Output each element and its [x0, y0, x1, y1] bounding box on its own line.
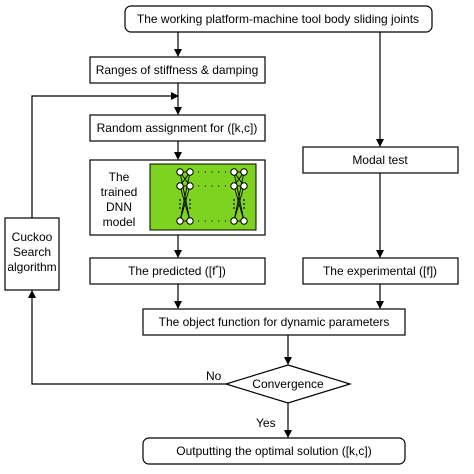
objective-function-box [142, 308, 406, 336]
nn-dots-row3: · · · · · [197, 215, 228, 227]
random-assignment-box [89, 114, 266, 142]
cuckoo-label-line2: Search [13, 245, 51, 259]
output-label: Outputting the optimal solution ([k,c]) [176, 444, 371, 458]
edge-label-no: No [206, 369, 222, 383]
ranges-box-label: Ranges of stiffness & damping [96, 63, 259, 77]
modal-test-label: Modal test [352, 153, 408, 167]
arrow-convergence-no-to-cuckoo [28, 290, 226, 385]
edge-label-yes: Yes [256, 416, 276, 430]
objective-function-label: The object function for dynamic paramete… [159, 315, 390, 329]
cuckoo-label-line3: algorithm [7, 260, 56, 274]
modal-test-box [302, 146, 459, 174]
top-box [124, 5, 433, 33]
dnn-label-line4: model [103, 215, 136, 229]
output-box [142, 437, 406, 465]
predicted-box [89, 257, 266, 285]
cuckoo-label-line1: Cuckoo [12, 230, 53, 244]
convergence-label: Convergence [252, 377, 324, 391]
arrow-cuckoo-to-random [31, 92, 179, 218]
random-assignment-label: Random assignment for ([k,c]) [97, 121, 258, 135]
top-box-label: The working platform-machine tool body s… [137, 12, 419, 26]
predicted-label: The predicted ([f*]) [128, 264, 226, 278]
nn-green-panel [149, 163, 257, 231]
dnn-label-line1: The [109, 170, 130, 184]
nn-dots-row1: · · · · · [197, 166, 228, 178]
experimental-label: The experimental ([f]) [323, 264, 437, 278]
nn-dots-row2: · · · · · [197, 180, 228, 192]
neural-network-graphic: · · · · · · · · · · · · · · · [149, 163, 257, 231]
experimental-box [302, 257, 459, 285]
dnn-label-line2: trained [101, 185, 138, 199]
dnn-label-line3: DNN [106, 200, 132, 214]
ranges-box [89, 56, 266, 84]
